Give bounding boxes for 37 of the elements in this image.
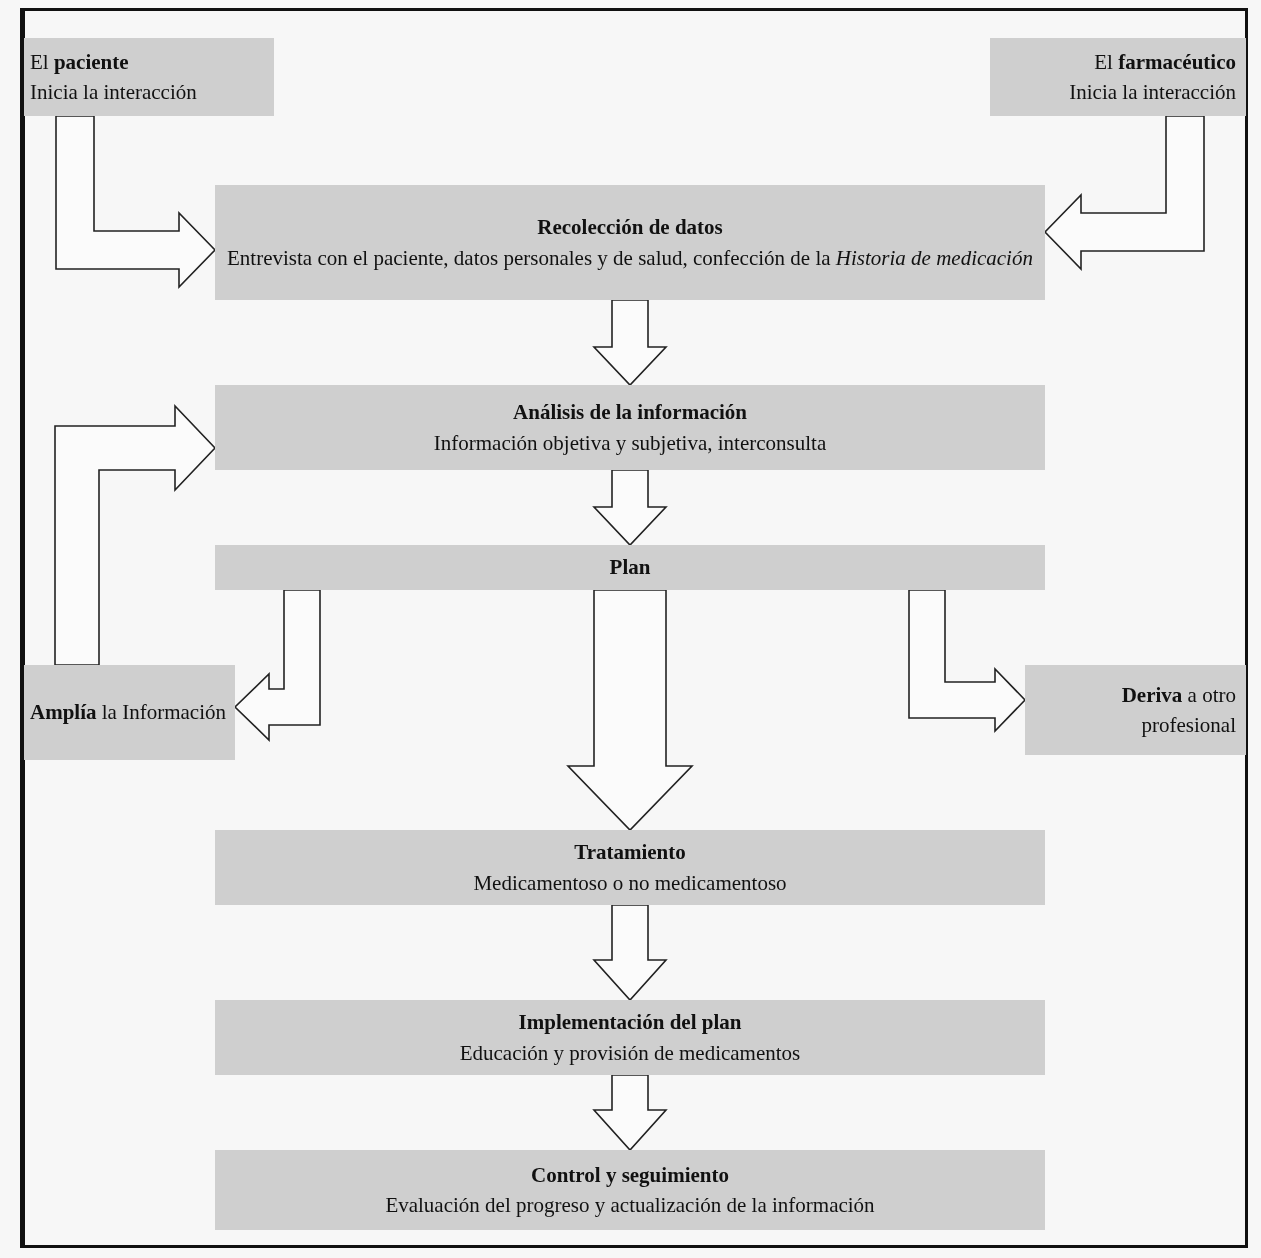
actor-note: Inicia la interacción [30,79,197,106]
stage-description: Evaluación del progreso y actualización de la información [385,1192,875,1219]
actor-label: El paciente [30,48,129,76]
stage-band [215,1150,1045,1230]
stage-title: Plan [609,554,651,582]
stage-description: Medicamentoso o no medicamentoso [473,869,787,897]
block-arrow [233,589,321,742]
actor-band [1025,665,1246,755]
stage-title: Control y seguimiento [531,1161,729,1189]
stage-band [215,385,1045,470]
actor-note: Inicia la interacción [1069,79,1236,106]
block-arrow [592,904,668,1002]
stage-title: Tratamiento [574,839,686,867]
block-arrow [566,589,694,832]
block-arrow [55,115,217,289]
stage-band [215,830,1045,905]
stage-description: Información objetiva y subjetiva, interconsulta [433,429,827,457]
stage-band [215,185,1045,300]
block-arrow [1043,115,1205,271]
stage-title: Recolección de datos [537,214,723,242]
stage-description: Educación y provisión de medicamentos [459,1039,801,1067]
stage-description: Entrevista con el paciente, datos personales y de salud, confección de la Historia de medicación [227,244,1033,272]
block-arrow [54,404,217,666]
block-arrow [592,299,668,387]
actor-band [990,38,1246,116]
actor-label: Amplía la Información [30,699,226,727]
stage-title: Análisis de la información [513,399,747,427]
block-arrow [908,589,1027,733]
actor-label: Deriva a otro profesional [1120,681,1236,739]
actor-band [24,38,274,116]
stage-band [215,545,1045,590]
block-arrow [592,469,668,547]
actor-label: El farmacéutico [1094,48,1236,76]
stage-title: Implementación del plan [518,1009,742,1037]
block-arrow [592,1074,668,1152]
actor-band [24,665,235,760]
stage-band [215,1000,1045,1075]
